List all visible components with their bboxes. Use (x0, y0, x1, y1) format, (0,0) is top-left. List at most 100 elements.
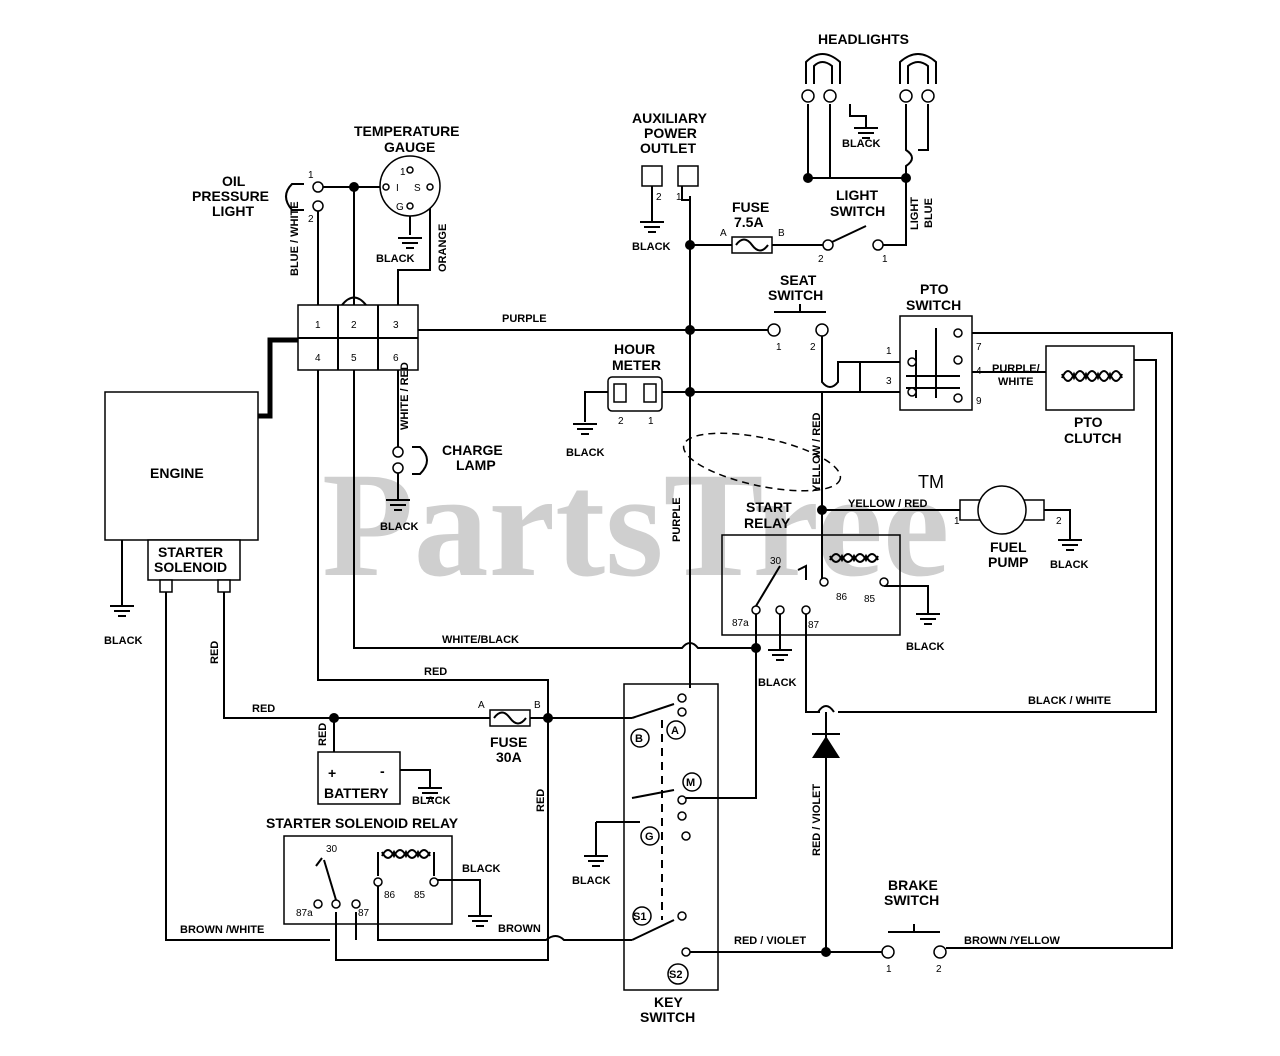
svg-text:PTO: PTO (920, 281, 949, 297)
fuse-7-5a: FUSE 7.5A A B (720, 199, 785, 254)
engine: ENGINE (104, 391, 259, 541)
svg-text:FUEL: FUEL (990, 539, 1027, 555)
svg-text:KEY: KEY (654, 994, 683, 1010)
svg-text:B: B (635, 733, 643, 745)
seat-switch: SEAT SWITCH 1 2 (767, 272, 829, 353)
svg-text:BLACK: BLACK (1050, 559, 1089, 571)
svg-text:S2: S2 (669, 969, 682, 981)
diode: RED / VIOLET RED / VIOLET (734, 705, 840, 947)
battery: + - BATTERY BLACK RED RED (317, 723, 547, 812)
svg-text:RED: RED (317, 723, 329, 746)
svg-text:OIL: OIL (222, 173, 246, 189)
charge-lamp: CHARGE LAMP BLACK (380, 442, 503, 533)
svg-text:FUSE: FUSE (732, 199, 769, 215)
svg-text:BLACK: BLACK (462, 863, 501, 875)
svg-text:SWITCH: SWITCH (830, 203, 885, 219)
starter-solenoid: STARTER SOLENOID BLACK RED (104, 539, 241, 664)
svg-text:A: A (671, 725, 679, 737)
svg-text:BLACK: BLACK (412, 795, 451, 807)
svg-text:1: 1 (308, 170, 314, 181)
svg-text:1: 1 (886, 964, 892, 975)
svg-text:M: M (686, 777, 695, 789)
svg-text:STARTER: STARTER (158, 544, 223, 560)
svg-text:BLACK: BLACK (376, 253, 415, 265)
svg-text:85: 85 (414, 890, 426, 901)
svg-text:BROWN: BROWN (498, 923, 541, 935)
svg-text:CLUTCH: CLUTCH (1064, 430, 1122, 446)
svg-text:7: 7 (976, 342, 982, 353)
svg-text:SWITCH: SWITCH (906, 297, 961, 313)
svg-text:S1: S1 (633, 911, 646, 923)
hour-meter: HOUR METER 2 1 BLACK (566, 341, 663, 459)
svg-text:2: 2 (810, 342, 816, 353)
svg-text:WHITE: WHITE (998, 376, 1033, 388)
svg-text:SOLENOID: SOLENOID (154, 559, 227, 575)
svg-text:LIGHT: LIGHT (212, 203, 254, 219)
svg-text:1: 1 (886, 346, 892, 357)
svg-text:G: G (645, 831, 654, 843)
svg-text:BROWN /WHITE: BROWN /WHITE (180, 924, 264, 936)
svg-text:RED / VIOLET: RED / VIOLET (811, 784, 823, 856)
svg-text:GAUGE: GAUGE (384, 139, 435, 155)
svg-text:I: I (396, 183, 399, 194)
svg-text:WHITE / RED: WHITE / RED (399, 362, 411, 430)
svg-text:30: 30 (326, 844, 338, 855)
svg-text:1: 1 (776, 342, 782, 353)
svg-text:4: 4 (976, 366, 982, 377)
brake-switch: BRAKE SWITCH 1 2 BROWN /YELLOW (881, 877, 1061, 975)
svg-text:RELAY: RELAY (744, 515, 791, 531)
svg-text:SWITCH: SWITCH (884, 892, 939, 908)
junctions (329, 173, 911, 957)
svg-text:OUTLET: OUTLET (640, 140, 696, 156)
svg-text:BATTERY: BATTERY (324, 785, 389, 801)
svg-text:1: 1 (315, 320, 321, 331)
svg-text:2: 2 (1056, 516, 1062, 527)
svg-text:2: 2 (936, 964, 942, 975)
svg-text:A: A (720, 228, 727, 239)
yellow-red-label: YELLOW / RED (848, 498, 928, 510)
black-white-label: BLACK / WHITE (1028, 695, 1111, 707)
svg-text:5: 5 (351, 353, 357, 364)
svg-text:PUMP: PUMP (988, 554, 1028, 570)
svg-text:1: 1 (400, 167, 406, 178)
svg-text:3: 3 (886, 376, 892, 387)
svg-text:SEAT: SEAT (780, 272, 817, 288)
svg-text:BLACK: BLACK (104, 635, 143, 647)
svg-text:6: 6 (393, 353, 399, 364)
headlights-label: HEADLIGHTS (818, 31, 909, 47)
svg-text:BLACK: BLACK (632, 241, 671, 253)
svg-text:LIGHT: LIGHT (836, 187, 878, 203)
svg-text:87: 87 (358, 908, 370, 919)
purple-vertical-label: PURPLE (671, 497, 683, 542)
red-label-mid: RED (252, 703, 275, 715)
watermark: PartsTree (322, 442, 949, 608)
yellow-red-vertical-label: YELLOW / RED (811, 413, 823, 493)
temperature-gauge: TEMPERATURE GAUGE 1 I S G BLACK ORANGE (354, 123, 460, 272)
svg-text:ORANGE: ORANGE (437, 224, 449, 272)
svg-text:BRAKE: BRAKE (888, 877, 938, 893)
svg-text:86: 86 (384, 890, 396, 901)
svg-text:AUXILIARY: AUXILIARY (632, 110, 708, 126)
light-switch: LIGHT SWITCH 2 1 LIGHT BLUE (818, 187, 935, 265)
headlights: HEADLIGHTS BLACK (801, 31, 937, 150)
svg-text:STARTER SOLENOID RELAY: STARTER SOLENOID RELAY (266, 815, 459, 831)
wires (121, 104, 1173, 961)
white-black-label: WHITE/BLACK (442, 634, 519, 646)
fuel-pump: 1 2 FUEL PUMP BLACK (954, 485, 1089, 571)
svg-text:A: A (478, 700, 485, 711)
svg-text:METER: METER (612, 357, 661, 373)
six-pin-connector: 1 2 3 4 5 6 PURPLE WHITE / RED (297, 296, 547, 430)
svg-text:7.5A: 7.5A (734, 214, 764, 230)
svg-text:PTO: PTO (1074, 414, 1103, 430)
svg-text:3: 3 (393, 320, 399, 331)
svg-text:BLACK: BLACK (758, 677, 797, 689)
svg-text:S: S (414, 183, 421, 194)
key-switch: A B M G S1 S2 KEY SWITCH BLACK (572, 683, 719, 1025)
svg-text:1: 1 (954, 516, 960, 527)
svg-text:B: B (778, 228, 785, 239)
oil-pressure-light: OIL PRESSURE LIGHT 1 2 BLUE / WHITE (192, 170, 324, 276)
svg-text:LAMP: LAMP (456, 457, 496, 473)
svg-text:RED: RED (535, 789, 547, 812)
svg-text:2: 2 (618, 416, 624, 427)
